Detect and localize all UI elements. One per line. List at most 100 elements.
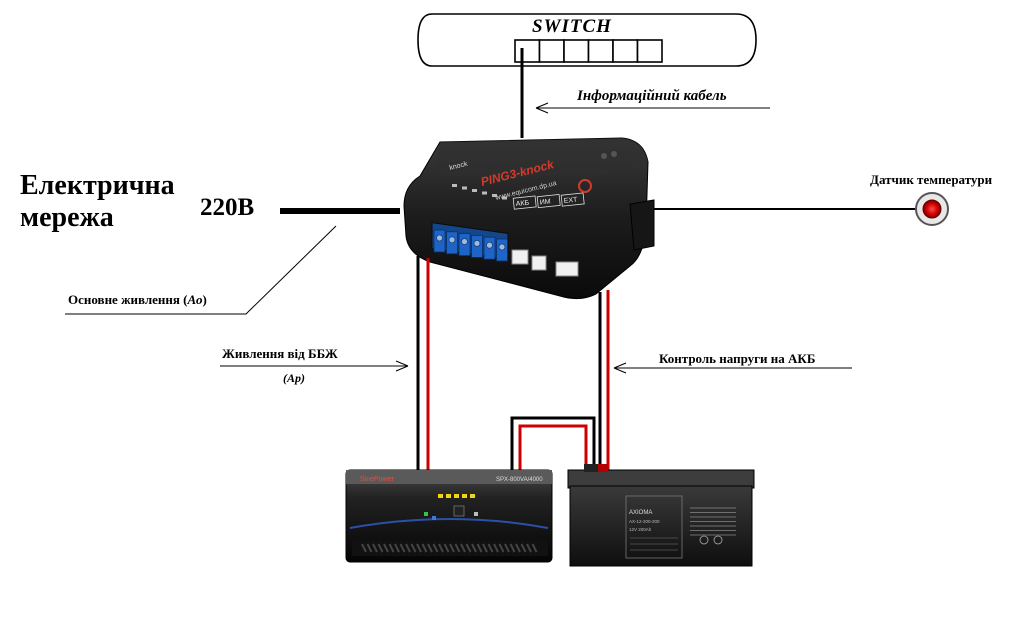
ups-vent [509, 543, 516, 553]
network-switch [417, 13, 757, 67]
terminal-screw [433, 229, 446, 253]
ups-vent [427, 543, 433, 553]
battery-spec-label: 12V 200Ah [629, 527, 652, 532]
battery-brand-label: AXIOMA [629, 510, 652, 516]
ups-power-pointer [220, 360, 409, 372]
ups-vent [449, 543, 455, 553]
battery-model-label: AX-12-200-200 [629, 519, 660, 524]
switch-ports [514, 39, 663, 63]
device-brand-label: knock [449, 161, 469, 172]
battery-unit: AXIOMA AX-12-200-200 12V 200Ah [567, 464, 755, 567]
main-power-label-end: ) [202, 292, 207, 307]
ups-power-wires [416, 256, 430, 474]
ups-vent [432, 543, 439, 553]
switch-port [587, 39, 614, 63]
connector-2 [531, 255, 547, 271]
ups-vent [421, 543, 428, 553]
temperature-sensor [915, 192, 949, 226]
device-led [492, 194, 497, 197]
main-power-label-text: Основне живлення ( [68, 292, 188, 307]
ups-vent [366, 543, 373, 553]
info-cable-label: Інформаційний кабель [577, 88, 727, 104]
device-port-label: АКБ [512, 195, 537, 210]
ups-vent [460, 543, 466, 553]
ups-indicator [424, 512, 428, 516]
ups-vent [410, 543, 417, 553]
ups-vent [487, 543, 494, 553]
ups-vent [465, 543, 472, 553]
ups-vent [372, 543, 378, 553]
ups-vent [476, 543, 483, 553]
main-power-label: Основне живлення (Ао) [68, 292, 207, 308]
terminal-block [431, 222, 509, 262]
switch-title: SWITCH [532, 16, 612, 37]
ups-leds [424, 494, 478, 520]
battery-info-lines [630, 507, 736, 551]
mains-label: Електрична мережа [20, 170, 175, 234]
battery-control-label: Контроль напруги на АКБ [659, 351, 816, 366]
battery-terminal-neg [584, 464, 598, 472]
svg-text:EXT: EXT [563, 197, 578, 205]
ups-brand-label: SinePower [360, 476, 395, 483]
ups-vent [394, 543, 400, 553]
ups-led [446, 494, 451, 498]
ups-vent [438, 543, 444, 553]
device-port-label: ИМ [536, 194, 561, 209]
ups-indicator [474, 512, 478, 516]
ups-vent [515, 543, 521, 553]
ups-vent [361, 543, 367, 553]
connector-1 [511, 249, 529, 265]
ups-vent [493, 543, 499, 553]
device-leds [452, 184, 507, 200]
device-led [472, 189, 477, 192]
ups-vent [383, 543, 389, 553]
switch-port [612, 39, 639, 63]
switch-port [636, 39, 663, 63]
ups-vent [443, 543, 450, 553]
battery-terminal-pos [598, 464, 608, 472]
voltage-label: 220В [200, 194, 255, 221]
ups-vent [399, 543, 406, 553]
battery-control-pointer [613, 362, 852, 374]
ups-vent [377, 543, 384, 553]
terminal-screw [471, 234, 483, 258]
battery-control-wires [598, 290, 610, 474]
device-led [502, 196, 507, 200]
ups-model-label: SPX-800VA/4000 [496, 477, 543, 483]
switch-port [563, 39, 590, 63]
terminal-screw [496, 238, 508, 262]
device-led [482, 191, 487, 195]
battery-top [567, 469, 755, 489]
ups-vent [416, 543, 422, 553]
ups-vent [405, 543, 411, 553]
device-port-label: EXT [560, 192, 585, 207]
svg-text:ИМ: ИМ [539, 198, 551, 206]
device-led [462, 186, 467, 190]
switch-port [514, 39, 541, 63]
mains-label-line2: мережа [20, 202, 114, 233]
mains-label-line1: Електрична [20, 170, 175, 201]
main-power-symbol: Ао [187, 292, 203, 307]
ups-vent [498, 543, 505, 553]
ups-led [454, 494, 459, 498]
ups-vent [388, 543, 395, 553]
ups-power-symbol: (Ар) [283, 371, 305, 385]
ups-led [462, 494, 467, 498]
terminal-screws [433, 229, 508, 262]
info-cable-pointer [535, 102, 770, 114]
ups-unit: SinePower SPX-800VA/4000 [345, 469, 553, 563]
ups-vent [531, 543, 538, 553]
svg-text:АКБ: АКБ [515, 200, 529, 208]
ups-vent [520, 543, 527, 553]
ups-indicator [432, 516, 436, 520]
terminal-screw [483, 236, 496, 260]
ups-vent [471, 543, 477, 553]
temperature-sensor-label: Датчик температури [870, 172, 993, 187]
ups-vents [361, 543, 538, 553]
terminal-screw [458, 233, 471, 257]
device-port-labels: АКБ ИМ EXT [512, 192, 585, 210]
ups-vent [526, 543, 532, 553]
ups-power-label: Живлення від ББЖ [222, 346, 338, 361]
ups-vent [482, 543, 488, 553]
